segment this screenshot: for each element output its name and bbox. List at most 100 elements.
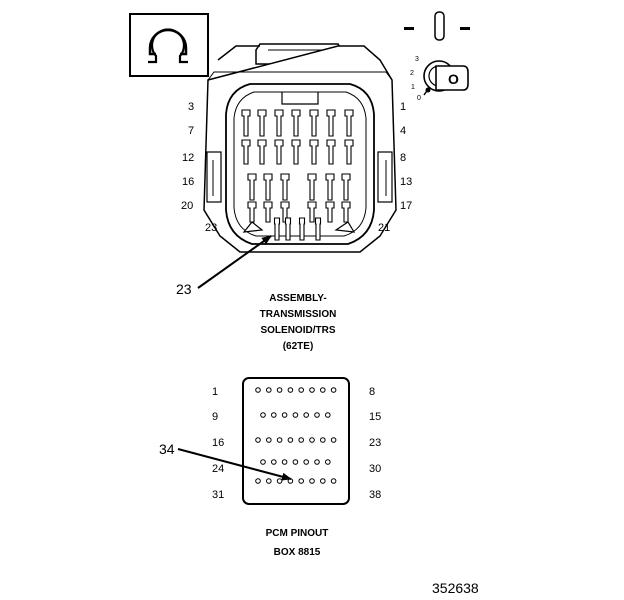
connector-terminal (273, 217, 281, 241)
pcm-pin (271, 459, 277, 465)
connector-terminal (344, 109, 354, 137)
connector-terminal (241, 139, 251, 165)
pcm-pin (255, 478, 261, 484)
pcm-pin (314, 412, 320, 418)
pcm-pin (281, 459, 288, 465)
pcm-pin (266, 478, 272, 484)
pcm-pin (255, 387, 261, 393)
ignition-key-symbol: ▬ ▬ O 3 2 1 0 (404, 11, 470, 102)
pcm-title-line: BOX 8815 (274, 547, 321, 558)
connector-terminal (274, 139, 284, 165)
pcm-pinout-box (242, 377, 350, 505)
connector-terminal (291, 109, 301, 137)
pcm-pin (320, 478, 326, 484)
ignition-pos-3: 3 (415, 56, 419, 63)
pcm-pin-label-right: 15 (369, 411, 381, 423)
connector-terminal (274, 109, 284, 137)
pcm-pin (330, 437, 337, 443)
connector-pin-label-right: 21 (378, 222, 390, 234)
pcm-pin (309, 437, 315, 443)
connector-terminal (263, 201, 273, 223)
connector-terminal (280, 173, 290, 201)
terminal-grid (241, 109, 354, 241)
connector-callout-label: 23 (176, 281, 192, 297)
connector-terminal (247, 173, 257, 201)
ignition-on-marker: ▬ (460, 22, 470, 33)
connector-terminal (325, 173, 335, 201)
pcm-pin-label-right: 38 (369, 489, 381, 501)
ignition-pos-0: 0 (417, 95, 421, 102)
pcm-pin (325, 412, 331, 418)
connector-pin-label-left: 7 (188, 125, 194, 137)
pcm-pin (255, 437, 261, 443)
pcm-pin-label-left: 31 (212, 489, 224, 501)
pcm-pin (320, 387, 326, 393)
connector-terminal (307, 201, 317, 223)
connector-terminal (298, 217, 306, 241)
pcm-pin (330, 478, 337, 484)
connector-pin-label-right: 1 (400, 101, 406, 113)
connector-pin-label-left: 23 (205, 222, 217, 234)
pcm-pin (260, 459, 266, 465)
pcm-pin-label-right: 23 (369, 437, 381, 449)
connector-terminal (263, 173, 273, 201)
pcm-pin (298, 387, 305, 393)
pcm-pin-grid (255, 387, 337, 484)
pcm-pin (266, 387, 272, 393)
pcm-title-line: PCM PINOUT (266, 528, 329, 539)
pcm-pin (266, 437, 272, 443)
ignition-key-icon: O (423, 60, 469, 96)
pcm-pin (287, 387, 294, 393)
pcm-pin-label-left: 16 (212, 437, 224, 449)
ignition-off-marker: ▬ (404, 22, 414, 33)
pcm-pin (260, 412, 266, 418)
connector-terminal (314, 217, 322, 241)
connector-pin-label-left: 16 (182, 176, 194, 188)
pcm-pin-label-left: 9 (212, 411, 218, 423)
pcm-pin (320, 437, 326, 443)
pcm-pin-label-right: 30 (369, 463, 381, 475)
pcm-pin (276, 478, 283, 484)
pcm-pin (330, 387, 337, 393)
pcm-pin (309, 478, 315, 484)
connector-callout-arrow (197, 235, 272, 289)
connector-terminal (325, 201, 335, 223)
connector-title-line: TRANSMISSION (260, 309, 337, 320)
connector-terminal (257, 139, 267, 165)
pcm-pin (292, 412, 299, 418)
connector-terminal (307, 173, 317, 201)
connector-title-line: ASSEMBLY- (269, 293, 326, 304)
connector-terminal (241, 109, 251, 137)
connector-title-line: SOLENOID/TRS (260, 325, 335, 336)
connector-terminal (341, 201, 351, 223)
ignition-key-letter: O (448, 71, 459, 87)
pcm-pin (303, 459, 310, 465)
pcm-pin (271, 412, 277, 418)
connector-terminal (291, 139, 301, 165)
ignition-pos-1: 1 (411, 84, 415, 91)
pcm-pin (276, 387, 283, 393)
connector-terminal (309, 109, 319, 137)
ohm-meter-symbol (129, 13, 209, 77)
pcm-callout-arrow (177, 448, 292, 481)
ohm-icon (148, 28, 188, 64)
pcm-pin (314, 459, 320, 465)
pcm-pin (309, 387, 315, 393)
transmission-connector (203, 43, 397, 253)
connector-terminal (309, 139, 319, 165)
pcm-pin (303, 412, 310, 418)
ignition-on-slot (434, 11, 445, 41)
pcm-pin-label-right: 8 (369, 386, 375, 398)
ignition-pos-2: 2 (410, 70, 414, 77)
connector-terminal (257, 109, 267, 137)
pcm-callout-label: 34 (159, 441, 175, 457)
pcm-pin (298, 437, 305, 443)
connector-terminal (284, 217, 292, 241)
pcm-pin (298, 478, 305, 484)
connector-pin-label-right: 8 (400, 152, 406, 164)
connector-pin-label-right: 4 (400, 125, 406, 137)
pcm-pin-label-left: 1 (212, 386, 218, 398)
connector-terminal (247, 201, 257, 223)
connector-terminal (326, 139, 336, 165)
